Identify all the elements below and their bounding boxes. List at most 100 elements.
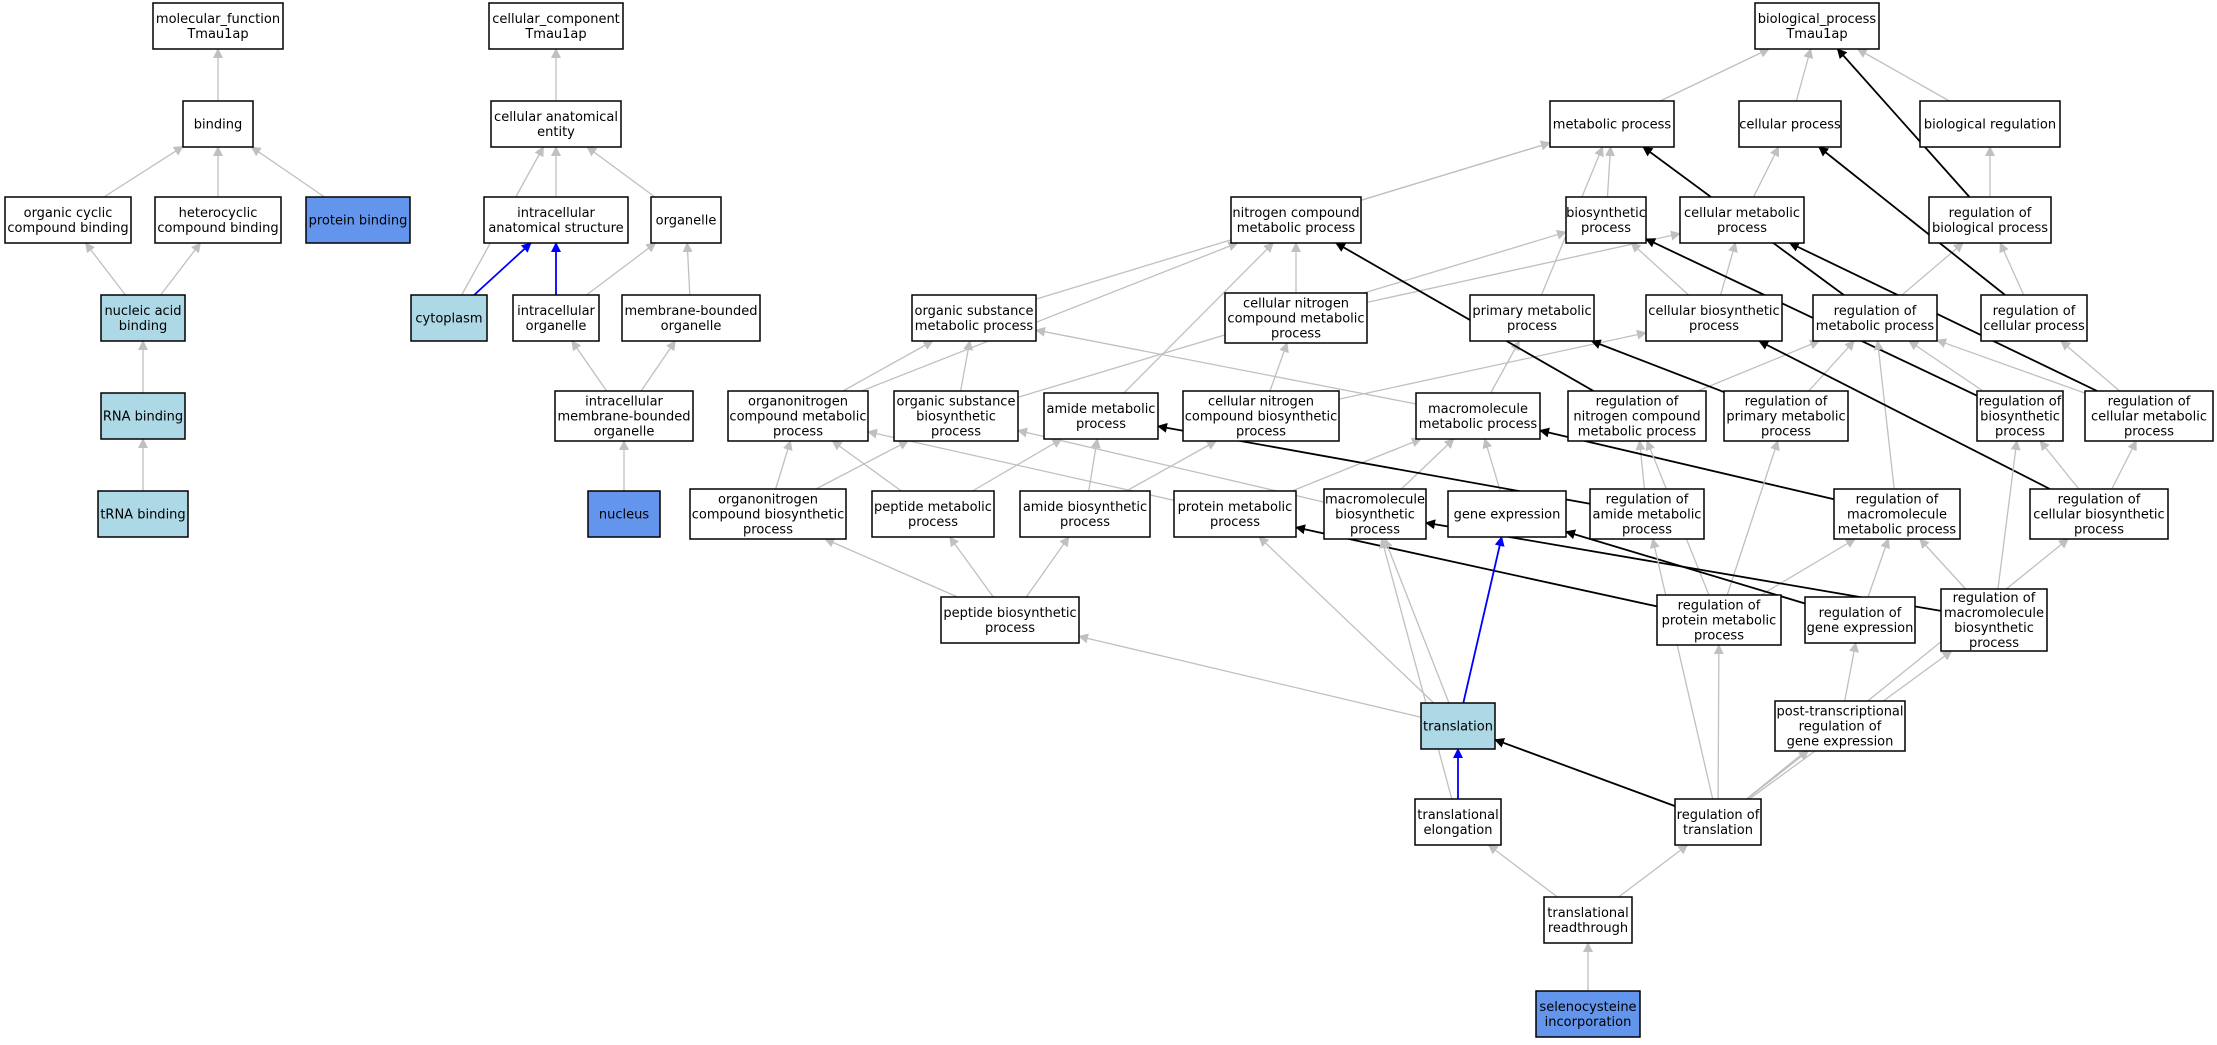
node-box <box>940 596 1080 644</box>
node-box <box>488 2 624 50</box>
node-label-line: translational <box>1547 906 1628 921</box>
node-label-line: regulation of <box>1819 606 1902 621</box>
node-label-line: selenocysteine <box>1539 1000 1636 1015</box>
node-label-line: amide biosynthetic <box>1023 500 1147 515</box>
node-binding: binding <box>182 100 254 148</box>
edge-peptide_bios-to-amide_bios <box>1025 536 1070 598</box>
node-label-line: process <box>1717 221 1767 236</box>
node-label-line: cellular metabolic <box>2091 410 2207 425</box>
node-label-line: organonitrogen <box>718 493 818 508</box>
edge-translation-to-gene_expr <box>1462 536 1505 704</box>
node-label-line: cellular process <box>1983 319 2085 334</box>
node-box <box>1224 292 1368 344</box>
edge-reg_cell_met-to-reg_cell <box>2060 340 2121 392</box>
node-box <box>1774 700 1906 752</box>
node-label-line: regulation of <box>1834 304 1917 319</box>
node-nucleus: nucleus <box>587 490 661 538</box>
node-box <box>1589 488 1705 540</box>
node-box <box>621 294 761 342</box>
node-label-line: process <box>1581 221 1631 236</box>
node-box <box>1414 798 1502 846</box>
node-label-line: nitrogen compound <box>1232 206 1359 221</box>
edge-reg_cell-to-reg_bio <box>1999 242 2025 296</box>
edge-organelle-to-cell_anat <box>586 146 656 198</box>
node-label-line: protein metabolic <box>1178 500 1293 515</box>
node-box <box>4 196 132 244</box>
node-box <box>2029 488 2169 540</box>
node-label-line: regulation of <box>1949 206 2032 221</box>
edge-reg_translation-to-reg_cell_bios <box>1746 538 2069 800</box>
node-box <box>1182 390 1340 442</box>
node-protein-binding: protein binding <box>305 196 411 244</box>
node-gene-expr: gene expression <box>1447 490 1567 538</box>
node-layer: molecular_functionTmau1apbindingorganic … <box>4 2 2214 1038</box>
node-label-line: regulation of <box>1856 493 1939 508</box>
edge-intra_mem_org-to-mem_org <box>640 340 676 392</box>
node-label-line: membrane-bounded <box>624 304 757 319</box>
edge-amide_met-to-nitro_met <box>1123 242 1274 394</box>
node-box <box>1674 798 1762 846</box>
node-box <box>587 490 661 538</box>
node-box <box>410 294 488 342</box>
node-box <box>1567 390 1707 442</box>
node-label-line: process <box>1694 629 1744 644</box>
edge-orgnitro_met-to-org_sub_met <box>842 340 934 392</box>
node-label-line: regulation of <box>2058 493 2141 508</box>
node-label-line: compound biosynthetic <box>692 508 845 523</box>
node-box <box>305 196 411 244</box>
node-label-line: regulation of <box>1606 493 1689 508</box>
edge-protein_met-to-orgnitro_met <box>867 428 1175 501</box>
node-label-line: metabolic process <box>1816 319 1935 334</box>
node-label-line: metabolic process <box>915 319 1034 334</box>
node-box <box>2084 390 2214 442</box>
node-label-line: compound binding <box>157 221 278 236</box>
node-label-line: protein binding <box>309 214 408 229</box>
node-label-line: process <box>1236 425 1286 440</box>
node-label-line: macromolecule <box>1944 606 2044 621</box>
node-label-line: process <box>1507 319 1557 334</box>
node-label-line: organelle <box>661 319 722 334</box>
node-label-line: process <box>2074 523 2124 538</box>
node-label-line: organic substance <box>915 304 1034 319</box>
node-label-line: primary metabolic <box>1726 410 1845 425</box>
node-label-line: translation <box>1683 823 1753 838</box>
node-box <box>100 392 186 440</box>
node-label-line: process <box>908 515 958 530</box>
node-label-line: membrane-bounded <box>557 410 690 425</box>
node-label-line: peptide metabolic <box>874 500 992 515</box>
node-box <box>154 196 282 244</box>
node-box <box>512 294 600 342</box>
edge-reg_translation-to-translation <box>1494 738 1676 807</box>
node-label-line: process <box>931 425 981 440</box>
node-box <box>1919 100 2061 148</box>
edge-reg_amide_met-to-reg_nitro_met <box>1635 440 1646 490</box>
node-label-line: amide metabolic <box>1047 402 1156 417</box>
node-box <box>1723 390 1849 442</box>
edge-cell_nitro_bios-to-cell_nitro_met <box>1269 342 1289 392</box>
node-label-line: cellular nitrogen <box>1243 297 1349 312</box>
node-label-line: biosynthetic <box>1980 410 2060 425</box>
edge-cytoplasm-to-intra_anat <box>473 242 532 296</box>
edge-reg_bio-to-bp_root <box>1836 48 1971 198</box>
edge-mem_org-to-organelle <box>682 242 693 296</box>
node-label-line: process <box>1689 319 1739 334</box>
node-label-line: regulation of <box>1678 599 1761 614</box>
edge-nucleic_acid_binding-to-het_bind <box>160 242 202 296</box>
node-box <box>1173 490 1297 538</box>
node-label-line: process <box>1969 636 2019 651</box>
